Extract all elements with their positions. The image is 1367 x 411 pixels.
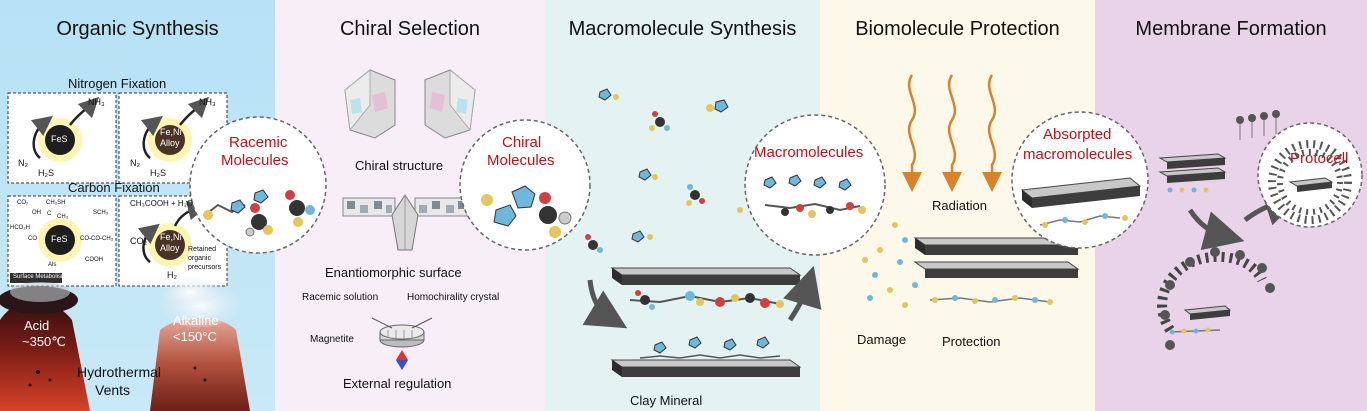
radiation-waves (902, 74, 1002, 192)
panel-biomolecule-protection: Biomolecule Protection (820, 0, 1095, 411)
panel-membrane-formation: Membrane Formation (1095, 0, 1367, 411)
panel-title: Chiral Selection (339, 18, 481, 40)
clay-mineral-label: Clay Mineral (630, 393, 703, 408)
nh3-label: NH₃ (88, 97, 105, 107)
surface-metabolism-label: Surface Metabolism (13, 274, 67, 280)
racemic-solution-label: Racemic solution (302, 292, 379, 303)
homochirality-crystal-label: Homochirality crystal (407, 292, 500, 303)
chiral-molecules-circle (459, 119, 591, 251)
chiral-molecules-label: Molecules (487, 152, 555, 169)
mol-ch3: CH₃ (57, 214, 69, 220)
panel-title: Macromolecule Synthesis (568, 18, 797, 40)
h2-label: H₂ (167, 270, 177, 280)
acid-temp-label: ~350℃ (22, 334, 66, 349)
panel-chiral-selection: Chiral Selection (275, 0, 545, 411)
mol-co: CO (28, 236, 37, 242)
alloy-label-2: Alloy (160, 243, 180, 253)
mol-cooh: COOH (85, 257, 103, 263)
macromolecules-label: Macromolecules (754, 144, 864, 161)
mol-sch3: SCH₃ (93, 210, 109, 216)
mol-als: Als (48, 262, 57, 268)
h2s-label-2: H₂S (150, 168, 166, 178)
clay-slab-bottom (610, 359, 802, 377)
panel-organic-synthesis: Organic Synthesis (0, 0, 275, 411)
organic-label: organic (188, 255, 211, 262)
co2-label: CO₂ (130, 236, 147, 246)
radiation-label: Radiation (932, 198, 987, 213)
acid-label: Acid (24, 318, 50, 333)
racemic-label: Racemic (229, 134, 288, 151)
absorpted-macromolecules-label: macromolecules (1023, 146, 1133, 163)
panel-title: Biomolecule Protection (855, 18, 1060, 40)
vents-label: Vents (95, 382, 131, 398)
enantiomorphic-surface-label: Enantiomorphic surface (325, 265, 462, 280)
damage-label: Damage (857, 332, 907, 347)
precursors-label: precursors (188, 264, 222, 271)
external-regulation-label: External regulation (343, 376, 452, 391)
panel-title: Membrane Formation (1135, 18, 1327, 40)
feni-label: Fe,Ni (160, 127, 182, 137)
chiral-label: Chiral (502, 134, 542, 151)
crystal-left (344, 68, 396, 139)
curved-membrane (1157, 247, 1275, 350)
mol-ch3sh: CH₃SH (46, 200, 66, 206)
h2s-label: H₂S (38, 168, 54, 178)
panel-title: Organic Synthesis (56, 18, 219, 40)
feni-sphere-2 (155, 230, 185, 260)
magnetite-device (371, 317, 433, 370)
panel-macromolecule-synthesis: Macromolecule Synthesis (545, 0, 820, 411)
feni-label-2: Fe,Ni (160, 232, 182, 242)
fes-label: FeS (51, 134, 68, 144)
retained-label: Retained (188, 246, 217, 253)
alkaline-temp-label: <150°C (173, 329, 217, 344)
alloy-label: Alloy (160, 138, 180, 148)
alkaline-label: Alkaline (173, 313, 219, 328)
absorpted-circle (1011, 111, 1149, 249)
molecules-label: Molecules (221, 152, 289, 169)
acid-vent (0, 298, 90, 411)
magnetite-label: Magnetite (310, 334, 354, 345)
carbon-fixation-label: Carbon Fixation (68, 180, 160, 195)
protection-slab (913, 237, 1080, 278)
n2-label-2: N₂ (130, 158, 140, 168)
mol-co2: CO₂ (17, 200, 29, 206)
lipid-slab-top (1158, 110, 1280, 193)
protection-label: Protection (942, 334, 1001, 349)
alkaline-vent (150, 318, 250, 411)
mol-oh: OH (32, 210, 41, 216)
mol-c: C (47, 211, 52, 217)
fes-sphere-2 (45, 225, 75, 255)
nitrogen-fixation-label: Nitrogen Fixation (68, 76, 167, 91)
damaged-fragments (862, 222, 918, 308)
protocell-circle (1257, 122, 1363, 228)
enantiomorphic-surface (342, 194, 468, 251)
mol-cocoh: CO-CO-CH₃ (80, 236, 114, 242)
mol-hcooh: HCO₂H (10, 225, 30, 231)
nh3-label-2: NH₃ (199, 97, 216, 107)
clay-slab-top (610, 267, 802, 285)
fes-label-2: FeS (51, 234, 68, 244)
chiral-structure-label: Chiral structure (355, 158, 444, 173)
crystal-right (424, 68, 476, 139)
ch3cooh-label: CH₃COOH + H₂O (130, 199, 194, 208)
protocell-label: Protocell (1290, 150, 1349, 167)
scattered-molecules-top (585, 88, 743, 253)
racemic-molecules-circle (189, 116, 327, 254)
n2-label: N₂ (18, 158, 28, 168)
hydrothermal-label: Hydrothermal (77, 364, 162, 380)
absorpted-label: Absorpted (1043, 126, 1112, 143)
